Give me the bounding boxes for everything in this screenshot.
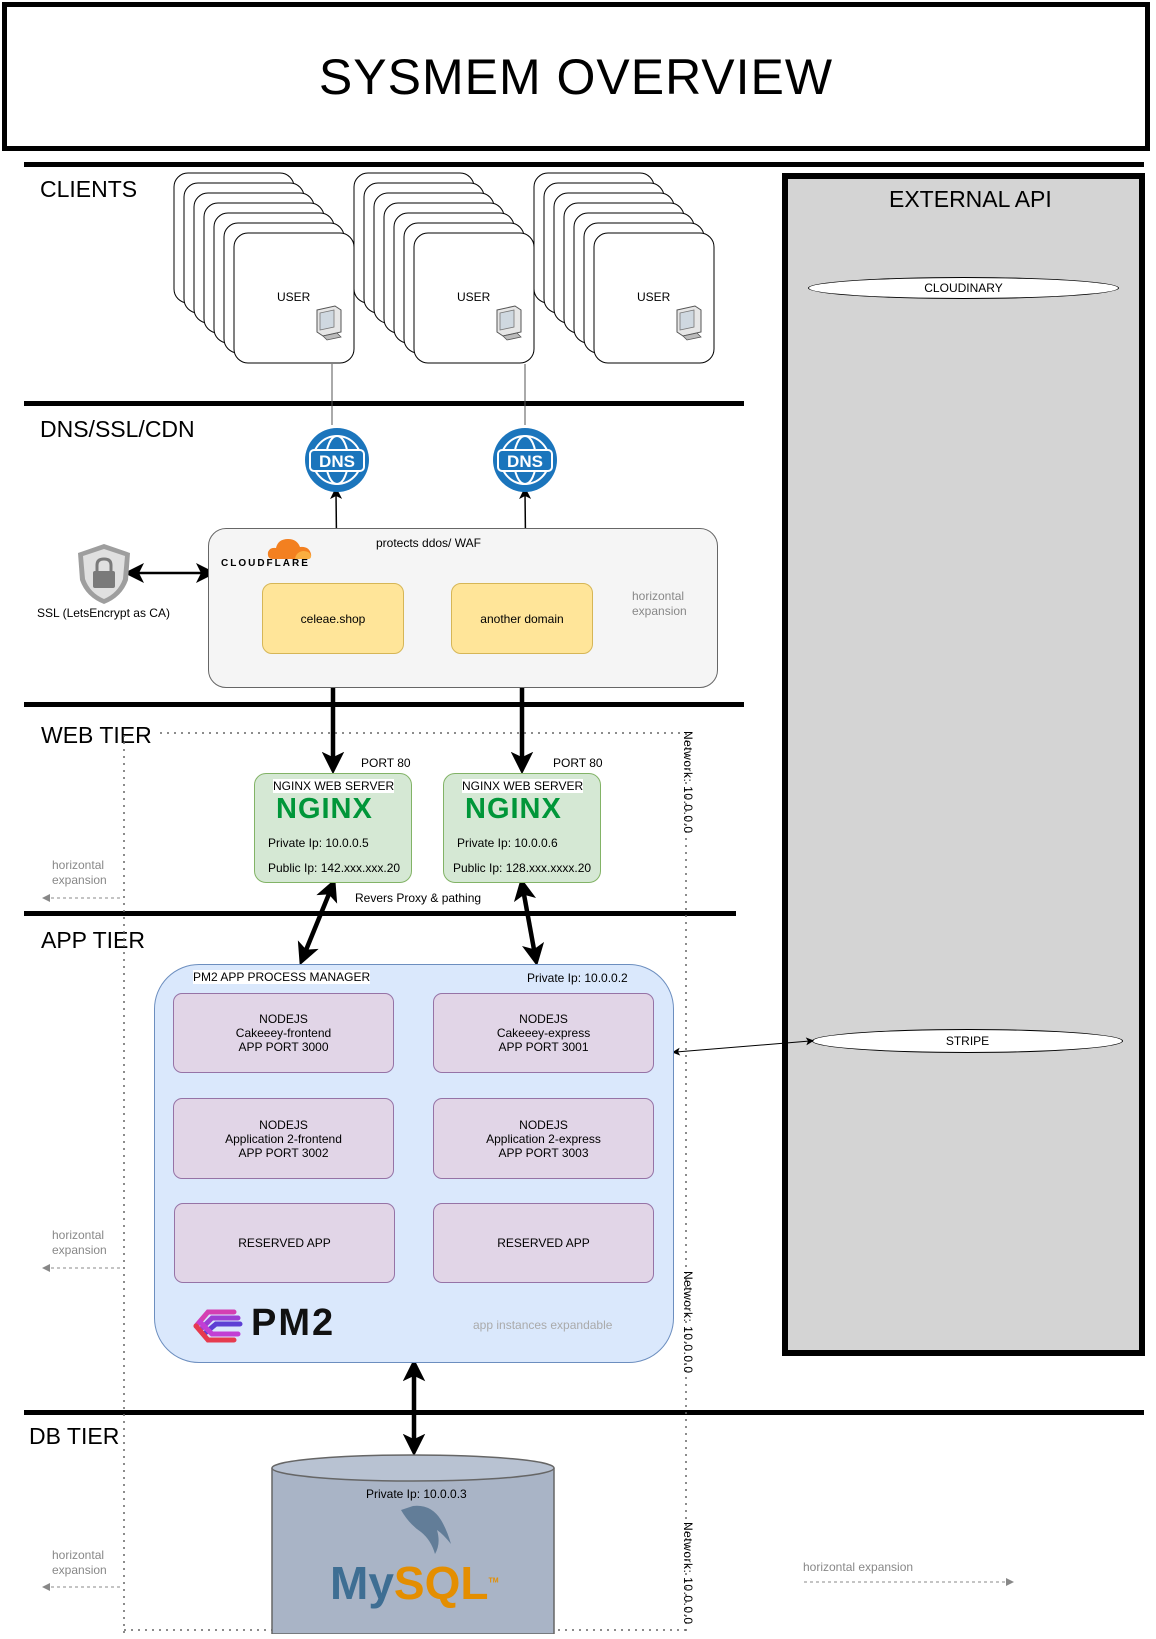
cloudflare-expansion-label: horizontal expansion: [632, 589, 687, 618]
computer-monitor-icon: [676, 305, 702, 341]
nginx-2-title: NGINX WEB SERVER: [462, 779, 584, 793]
app-expansion-label: horizontal expansion: [52, 1228, 107, 1257]
dns-icon-1-text: DNS: [319, 452, 355, 471]
user-label-1: USER: [277, 290, 311, 304]
ssl-shield-icon: [74, 542, 134, 606]
mysql-logo-my: My: [330, 1557, 394, 1609]
nginx-1-port: PORT 80: [361, 756, 411, 770]
external-api-title: EXTERNAL API: [889, 186, 1052, 212]
app-2-line1: NODEJS: [519, 1012, 568, 1026]
cloudinary-node: CLOUDINARY: [808, 277, 1119, 299]
app-5-line1: RESERVED APP: [238, 1236, 331, 1250]
nginx-2-port: PORT 80: [553, 756, 603, 770]
reverse-proxy-note: Revers Proxy & pathing: [355, 891, 482, 905]
user-stacks: [173, 172, 715, 364]
nginx-2-private-ip: Private Ip: 10.0.0.6: [457, 836, 558, 850]
pm2-private-ip: Private Ip: 10.0.0.2: [527, 971, 628, 985]
nginx-1-logo: NGINX: [276, 793, 373, 825]
stripe-node: STRIPE: [812, 1029, 1123, 1053]
app-3-line3: APP PORT 3002: [238, 1145, 329, 1160]
app-reserved-1: RESERVED APP: [174, 1203, 395, 1283]
dns-icon-2-text: DNS: [507, 452, 543, 471]
user-label-2: USER: [457, 290, 491, 304]
web-expansion-label: horizontal expansion: [52, 858, 107, 887]
dns-icon-2: DNS: [491, 426, 559, 494]
page-title: SYSMEM OVERVIEW: [2, 2, 1150, 151]
cloudflare-note: protects ddos/ WAF: [376, 536, 481, 550]
app-4-line1: NODEJS: [519, 1117, 568, 1132]
db-private-ip: Private Ip: 10.0.0.3: [366, 1487, 467, 1501]
app-cakeeey-frontend: NODEJS Cakeeey-frontend APP PORT 3000: [173, 993, 394, 1073]
app-reserved-2: RESERVED APP: [433, 1203, 654, 1283]
external-expansion-label: horizontal expansion: [803, 1560, 914, 1574]
app-application2-frontend: NODEJS Application 2-frontend APP PORT 3…: [173, 1098, 394, 1179]
app-1-line3: APP PORT 3000: [238, 1040, 329, 1054]
app-4-line2: Application 2-express: [486, 1131, 601, 1146]
domain-celeae-shop: celeae.shop: [262, 583, 404, 654]
computer-monitor-icon: [496, 305, 522, 341]
ssl-label: SSL (LetsEncrypt as CA): [37, 606, 170, 620]
tier-label-db: DB TIER: [29, 1423, 120, 1449]
app-cakeeey-express: NODEJS Cakeeey-express APP PORT 3001: [433, 993, 654, 1073]
dns-icon-1: DNS: [303, 426, 371, 494]
pm2-logo-icon: [190, 1302, 246, 1350]
tier-label-clients: CLIENTS: [40, 176, 138, 202]
app-6-line1: RESERVED APP: [497, 1236, 590, 1250]
network-label-web: Network: 10.0.0.0: [681, 731, 695, 834]
nginx-2-logo: NGINX: [465, 793, 562, 825]
nginx-2-public-ip: Public Ip: 128.xxx.xxxx.20: [453, 861, 592, 875]
tier-divider-dns: [24, 401, 744, 406]
db-expansion-label: horizontal expansion: [52, 1548, 107, 1577]
tier-divider-app: [24, 911, 736, 916]
app-3-line2: Application 2-frontend: [225, 1131, 342, 1146]
mysql-logo-tm: TM: [488, 1577, 499, 1585]
network-label-db: Network: 10.0.0.0: [681, 1522, 695, 1625]
tier-label-dns: DNS/SSL/CDN: [40, 416, 195, 442]
cloudflare-logo-text: CLOUDFLARE: [221, 558, 310, 569]
mysql-database: [271, 1454, 555, 1635]
domain-another: another domain: [451, 583, 593, 654]
app-1-line2: Cakeeey-frontend: [235, 1026, 332, 1040]
tier-divider-db: [24, 1410, 1144, 1415]
app-expandable-label: app instances expandable: [473, 1318, 613, 1332]
computer-monitor-icon: [316, 305, 342, 341]
pm2-title: PM2 APP PROCESS MANAGER: [193, 970, 371, 984]
user-label-3: USER: [637, 290, 671, 304]
external-api-panel: [782, 173, 1145, 1356]
nginx-1-private-ip: Private Ip: 10.0.0.5: [268, 836, 369, 850]
cloudflare-cloud-icon: [265, 535, 315, 561]
nginx-1-title: NGINX WEB SERVER: [273, 779, 395, 793]
app-4-line3: APP PORT 3003: [498, 1145, 589, 1160]
tier-label-app: APP TIER: [41, 927, 145, 953]
app-2-line3: APP PORT 3001: [498, 1040, 589, 1054]
mysql-logo-text: MySQLTM: [330, 1556, 499, 1610]
mysql-logo-sql: SQL: [393, 1557, 489, 1609]
app-3-line1: NODEJS: [259, 1117, 308, 1132]
network-label-app: Network: 10.0.0.0: [681, 1271, 695, 1374]
app-application2-express: NODEJS Application 2-express APP PORT 30…: [433, 1098, 654, 1179]
tier-divider-web: [24, 702, 744, 707]
tier-divider-clients: [24, 162, 1144, 167]
nginx-1-public-ip: Public Ip: 142.xxx.xxx.20: [268, 861, 401, 875]
app-2-line2: Cakeeey-express: [496, 1026, 591, 1040]
app-1-line1: NODEJS: [259, 1012, 308, 1026]
tier-label-web: WEB TIER: [41, 722, 152, 748]
pm2-logo-text: PM2: [251, 1302, 336, 1344]
